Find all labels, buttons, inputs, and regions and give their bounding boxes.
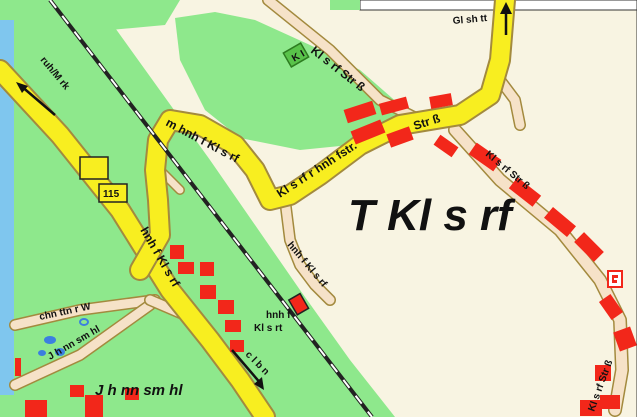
pond-3 — [38, 350, 46, 356]
poi-marker[interactable]: K I — [282, 42, 310, 68]
main-roads — [0, 0, 516, 417]
route-shield-115: 115 — [98, 183, 128, 203]
forest-top-left — [30, 0, 180, 30]
forest-north — [175, 12, 400, 150]
water-west-edge — [0, 20, 14, 395]
village-label: T Kl s rf — [348, 191, 516, 240]
route-number: 115 — [103, 189, 120, 200]
arrow-north-icon — [500, 2, 512, 35]
hamlet-label: J h nn sm hl — [95, 382, 183, 399]
fire-station-marker[interactable] — [607, 270, 623, 288]
pond-1 — [44, 336, 56, 344]
station-building — [287, 292, 310, 316]
pond-4 — [79, 318, 89, 326]
pond-2 — [55, 348, 65, 356]
field-top — [330, 0, 360, 10]
route-sign-box — [79, 156, 109, 180]
railway — [48, 0, 374, 417]
station-label-line2: Kl s rt — [254, 323, 283, 334]
arrow-northwest-icon — [16, 82, 56, 116]
north-label: Gl sh tt — [452, 13, 488, 27]
arrow-southeast-icon — [231, 349, 264, 390]
buildings — [15, 93, 637, 417]
station-label-line1: hnh f — [266, 310, 291, 321]
